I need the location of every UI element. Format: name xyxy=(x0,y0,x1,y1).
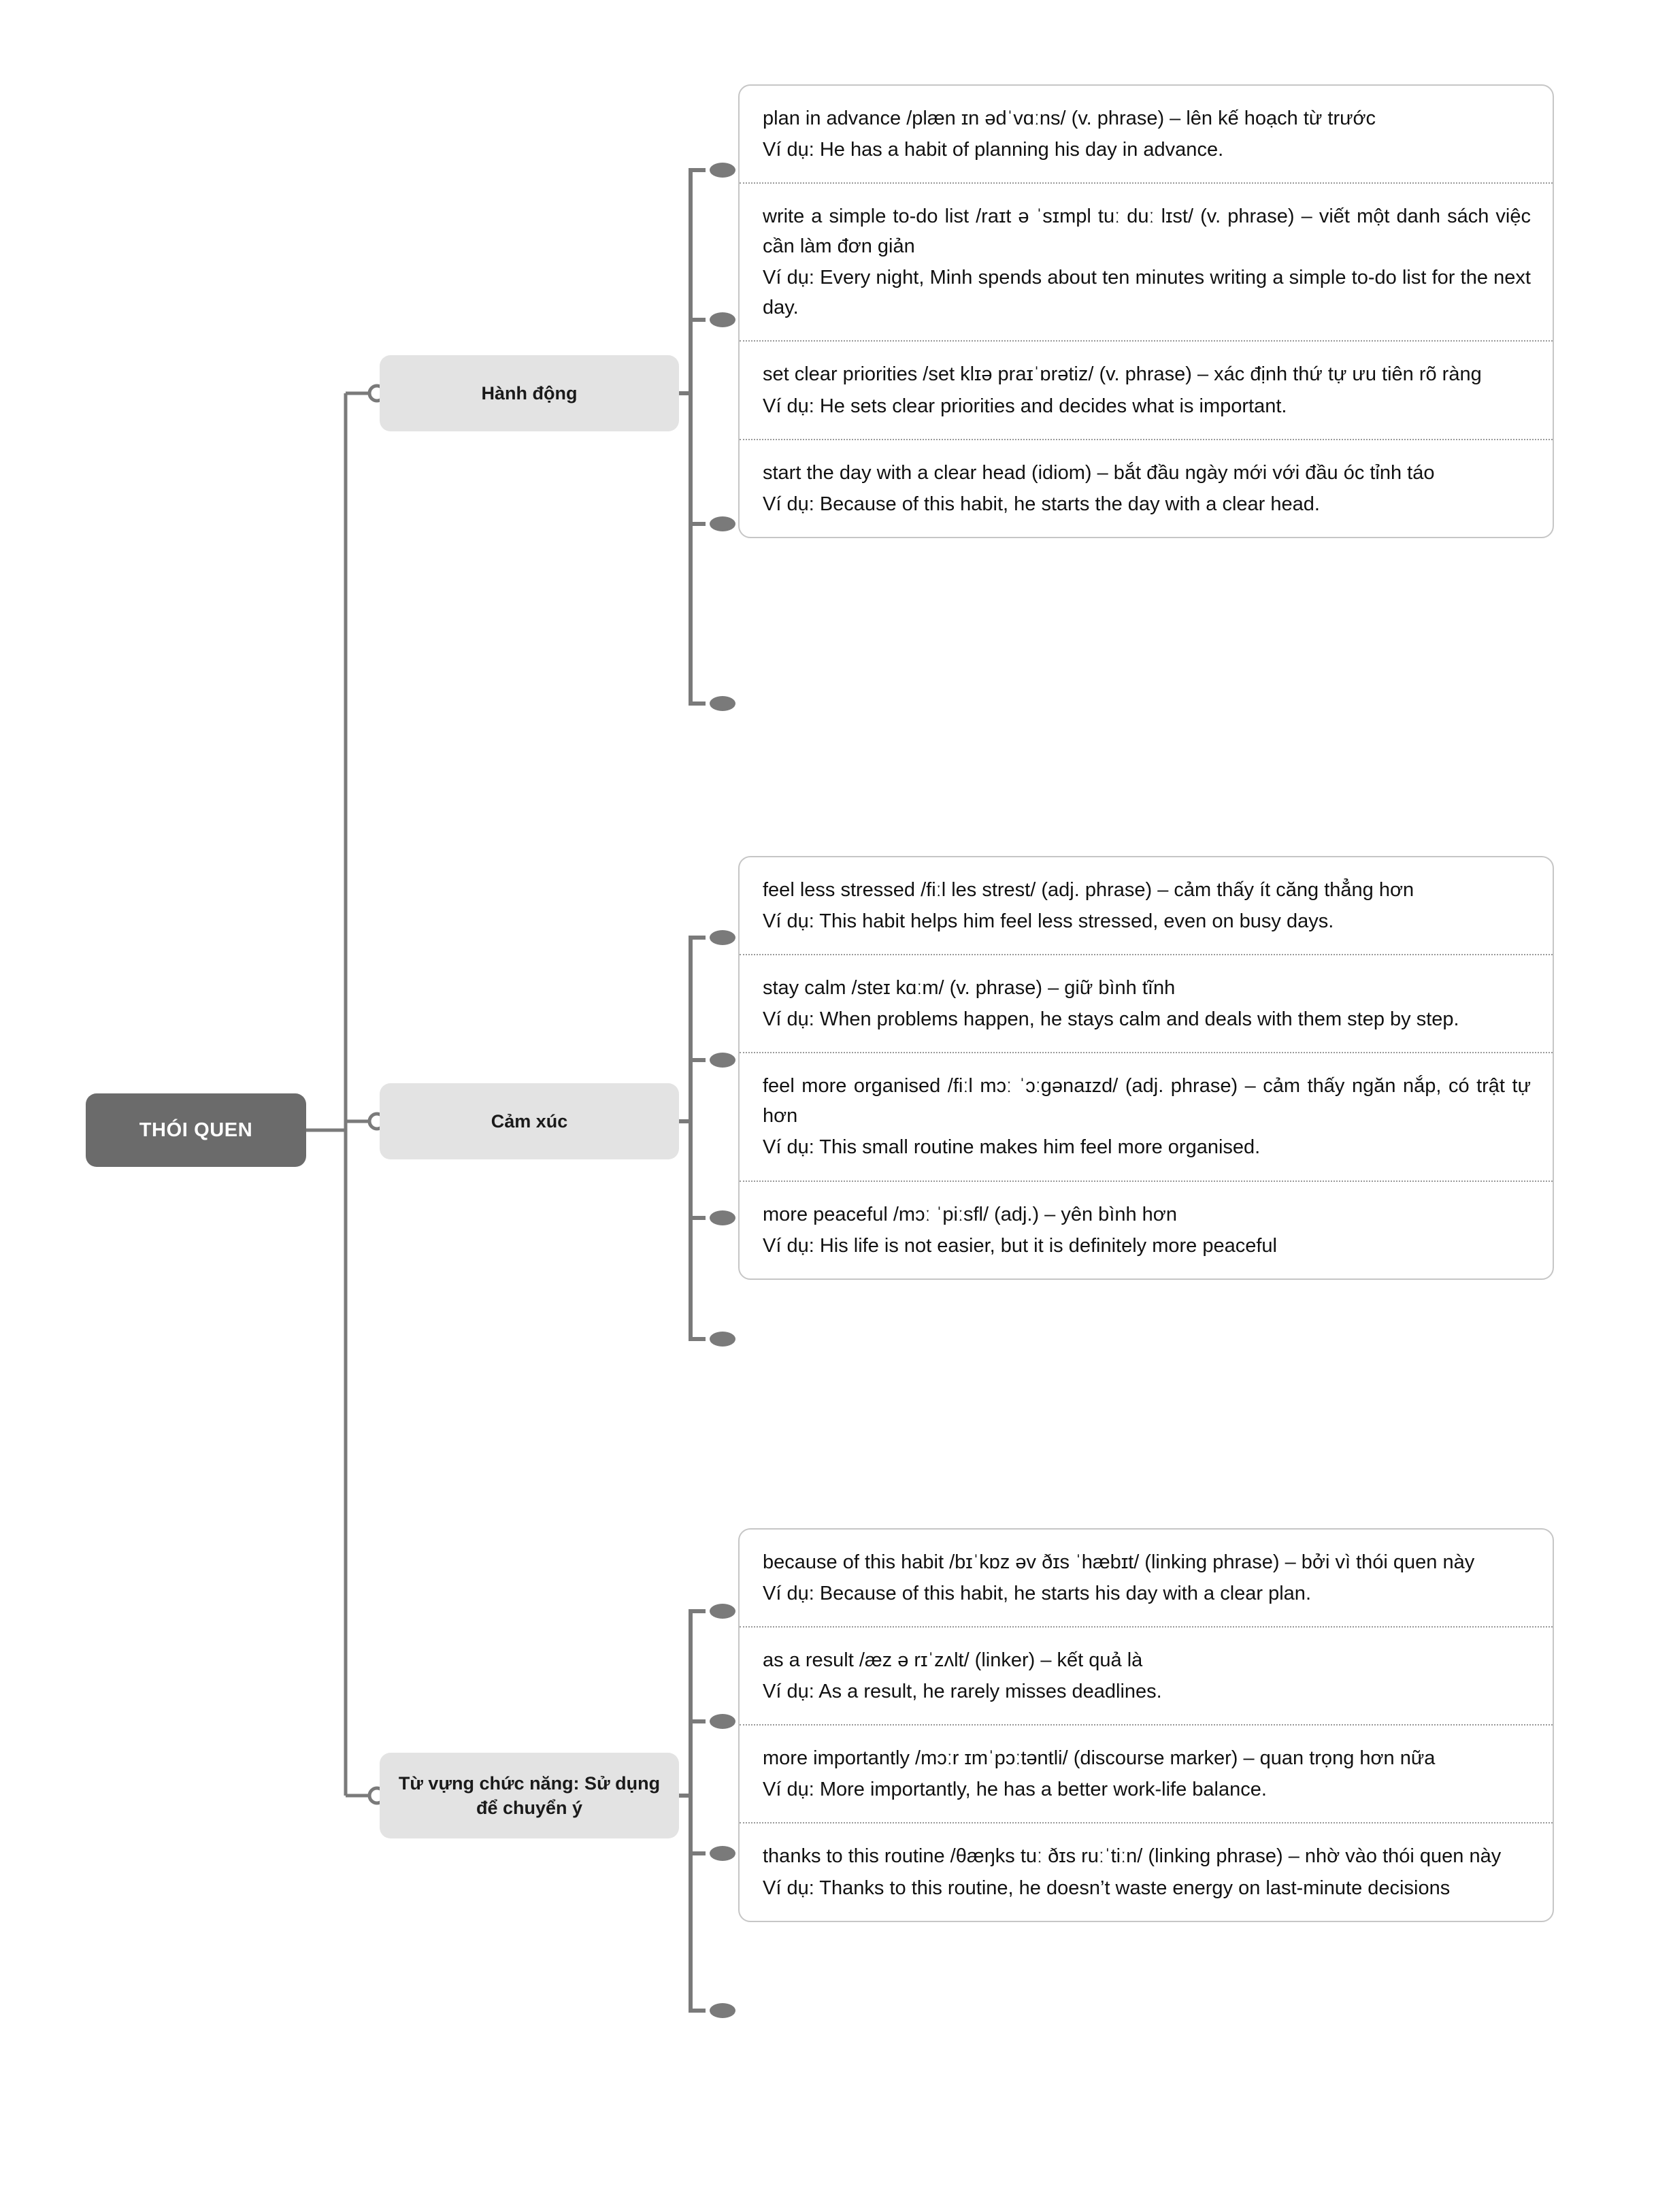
leaf-card[interactable]: plan in advance /plæn ɪn ədˈvɑːns/ (v. p… xyxy=(740,86,1553,184)
connector-branch-2-trunk-b xyxy=(689,1121,706,1341)
leaf-card-group-tu-vung-chuc-nang: because of this habit /bɪˈkɒz əv ðɪs ˈhæ… xyxy=(738,1528,1554,1922)
leaf-example: Ví dụ: More importantly, he has a better… xyxy=(763,1779,1267,1801)
leaf-example: Ví dụ: He sets clear priorities and deci… xyxy=(763,395,1287,417)
leaf-dot-2-3 xyxy=(710,1210,735,1225)
leaf-card[interactable]: as a result /æz ə rɪˈzʌlt/ (linker) – kế… xyxy=(740,1628,1553,1726)
branch-node-label: Cảm xúc xyxy=(491,1110,568,1132)
leaf-example: Ví dụ: This habit helps him feel less st… xyxy=(763,910,1334,933)
leaf-example: Ví dụ: Thanks to this routine, he doesn’… xyxy=(763,1877,1451,1899)
leaf-example: Ví dụ: Every night, Minh spends about te… xyxy=(763,267,1531,319)
leaf-card[interactable]: write a simple to-do list /raɪt ə ˈsɪmpl… xyxy=(740,184,1553,342)
leaf-headword: because of this habit /bɪˈkɒz əv ðɪs ˈhæ… xyxy=(763,1551,1475,1573)
leaf-card[interactable]: more peaceful /mɔː ˈpiːsfl/ (adj.) – yên… xyxy=(740,1182,1553,1278)
leaf-dot-1-1 xyxy=(710,163,735,178)
leaf-example: Ví dụ: This small routine makes him feel… xyxy=(763,1136,1261,1159)
branch-node-cam-xuc[interactable]: Cảm xúc xyxy=(380,1083,679,1159)
branch-node-label: Từ vựng chức năng: Sử dụng để chuyển ý xyxy=(398,1772,661,1818)
leaf-card[interactable]: because of this habit /bɪˈkɒz əv ðɪs ˈhæ… xyxy=(740,1530,1553,1628)
leaf-headword: feel more organised /fiːl mɔː ˈɔːgənaɪzd… xyxy=(763,1075,1531,1127)
leaf-card[interactable]: start the day with a clear head (idiom) … xyxy=(740,440,1553,537)
leaf-card[interactable]: stay calm /steɪ kɑːm/ (v. phrase) – giữ … xyxy=(740,955,1553,1054)
leaf-headword: more importantly /mɔːr ɪmˈpɔːtəntli/ (di… xyxy=(763,1747,1436,1770)
leaf-example: Ví dụ: Because of this habit, he starts … xyxy=(763,1583,1311,1605)
leaf-example: Ví dụ: When problems happen, he stays ca… xyxy=(763,1008,1459,1031)
leaf-dot-2-1 xyxy=(710,930,735,945)
leaf-dot-3-2 xyxy=(710,1714,735,1729)
leaf-headword: as a result /æz ə rɪˈzʌlt/ (linker) – kế… xyxy=(763,1649,1143,1672)
leaf-dot-1-3 xyxy=(710,516,735,531)
connector-branch-3-trunk-b xyxy=(689,1796,706,2013)
leaf-headword: thanks to this routine /θæŋks tuː ðɪs ru… xyxy=(763,1845,1502,1868)
leaf-dot-2-2 xyxy=(710,1053,735,1068)
leaf-dot-3-4 xyxy=(710,2003,735,2018)
leaf-headword: more peaceful /mɔː ˈpiːsfl/ (adj.) – yên… xyxy=(763,1203,1177,1225)
connector-branch-3-trunk xyxy=(680,1609,706,1798)
leaf-dot-2-4 xyxy=(710,1332,735,1347)
leaf-headword: plan in advance /plæn ɪn ədˈvɑːns/ (v. p… xyxy=(763,108,1376,129)
leaf-card-group-cam-xuc: feel less stressed /fiːl les strest/ (ad… xyxy=(738,856,1554,1280)
leaf-example: Ví dụ: He has a habit of planning his da… xyxy=(763,139,1224,161)
leaf-card[interactable]: feel more organised /fiːl mɔː ˈɔːgənaɪzd… xyxy=(740,1053,1553,1182)
leaf-card[interactable]: feel less stressed /fiːl les strest/ (ad… xyxy=(740,857,1553,956)
leaf-headword: set clear priorities /set klɪə praɪˈɒrət… xyxy=(763,363,1482,386)
leaf-card[interactable]: set clear priorities /set klɪə praɪˈɒrət… xyxy=(740,342,1553,440)
leaf-card-group-hanh-dong: plan in advance /plæn ɪn ədˈvɑːns/ (v. p… xyxy=(738,84,1554,538)
leaf-dot-1-4 xyxy=(710,696,735,711)
leaf-dot-3-1 xyxy=(710,1604,735,1619)
leaf-headword: stay calm /steɪ kɑːm/ (v. phrase) – giữ … xyxy=(763,977,1176,1000)
root-node-label: THÓI QUEN xyxy=(139,1119,253,1141)
leaf-example: Ví dụ: His life is not easier, but it is… xyxy=(763,1234,1277,1257)
leaf-dot-3-3 xyxy=(710,1846,735,1861)
connector-branch-2-trunk xyxy=(680,936,706,1123)
branch-node-label: Hành động xyxy=(481,382,578,403)
leaf-dot-1-2 xyxy=(710,312,735,327)
leaf-headword: write a simple to-do list /raɪt ə ˈsɪmpl… xyxy=(763,205,1531,258)
leaf-headword: start the day with a clear head (idiom) … xyxy=(763,461,1435,484)
connector-branch-1-trunk-b xyxy=(689,393,706,706)
connector-branch-1-trunk xyxy=(680,168,706,395)
leaf-example: Ví dụ: Because of this habit, he starts … xyxy=(763,493,1320,515)
leaf-card[interactable]: more importantly /mɔːr ɪmˈpɔːtəntli/ (di… xyxy=(740,1726,1553,1824)
leaf-headword: feel less stressed /fiːl les strest/ (ad… xyxy=(763,879,1414,901)
root-node[interactable]: THÓI QUEN xyxy=(86,1093,306,1167)
branch-node-hanh-dong[interactable]: Hành động xyxy=(380,355,679,431)
leaf-card[interactable]: thanks to this routine /θæŋks tuː ðɪs ru… xyxy=(740,1823,1553,1920)
branch-node-tu-vung-chuc-nang[interactable]: Từ vựng chức năng: Sử dụng để chuyển ý xyxy=(380,1753,679,1838)
leaf-example: Ví dụ: As a result, he rarely misses dea… xyxy=(763,1681,1162,1703)
